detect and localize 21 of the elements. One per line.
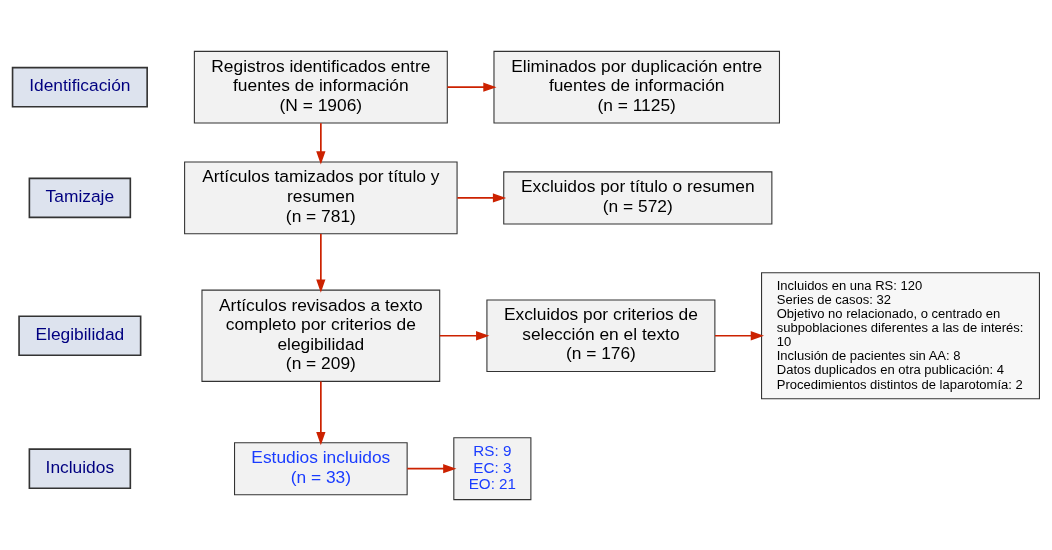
arrow	[714, 330, 764, 340]
node-box: Incluidos en una RS: 120 Series de casos: 32 Objetivo no relacionado, o centrado en subpoblaciones diferentes a las de interés: 10 Inclusión de pacientes sin AA: 8 Datos duplicados en otra publicación: 4 Procedimientos distintos de laparotomía: 2	[761, 271, 1040, 399]
node-box: Estudios incluidos (n = 33)	[234, 441, 408, 495]
arrow	[446, 82, 497, 92]
node-box: Excluidos por criterios de selección en el texto (n = 176)	[486, 298, 716, 372]
node-box: Eliminados por duplicación entre fuentes de información (n = 1125)	[493, 50, 780, 124]
arrow	[456, 192, 507, 203]
arrow	[316, 232, 326, 293]
arrow	[438, 330, 490, 340]
node-box: Artículos revisados a texto completo por criterios de elegibilidad (n = 209)	[201, 289, 441, 382]
arrow	[316, 121, 326, 165]
node-box: Incluidos	[28, 447, 132, 489]
arrow	[316, 380, 326, 445]
node-box: Registros identificados entre fuentes de información (N = 1906)	[193, 50, 448, 124]
node-box: Artículos tamizados por título y resumen (n = 781)	[184, 161, 458, 234]
node-box: Identificación	[11, 66, 148, 107]
node-box: RS: 9 EC: 3 EO: 21	[453, 436, 532, 500]
node-box: Elegibilidad	[18, 314, 142, 356]
node-box: Excluidos por título o resumen (n = 572)	[503, 170, 773, 224]
node-box: Tamizaje	[28, 177, 132, 218]
arrow	[406, 463, 457, 473]
